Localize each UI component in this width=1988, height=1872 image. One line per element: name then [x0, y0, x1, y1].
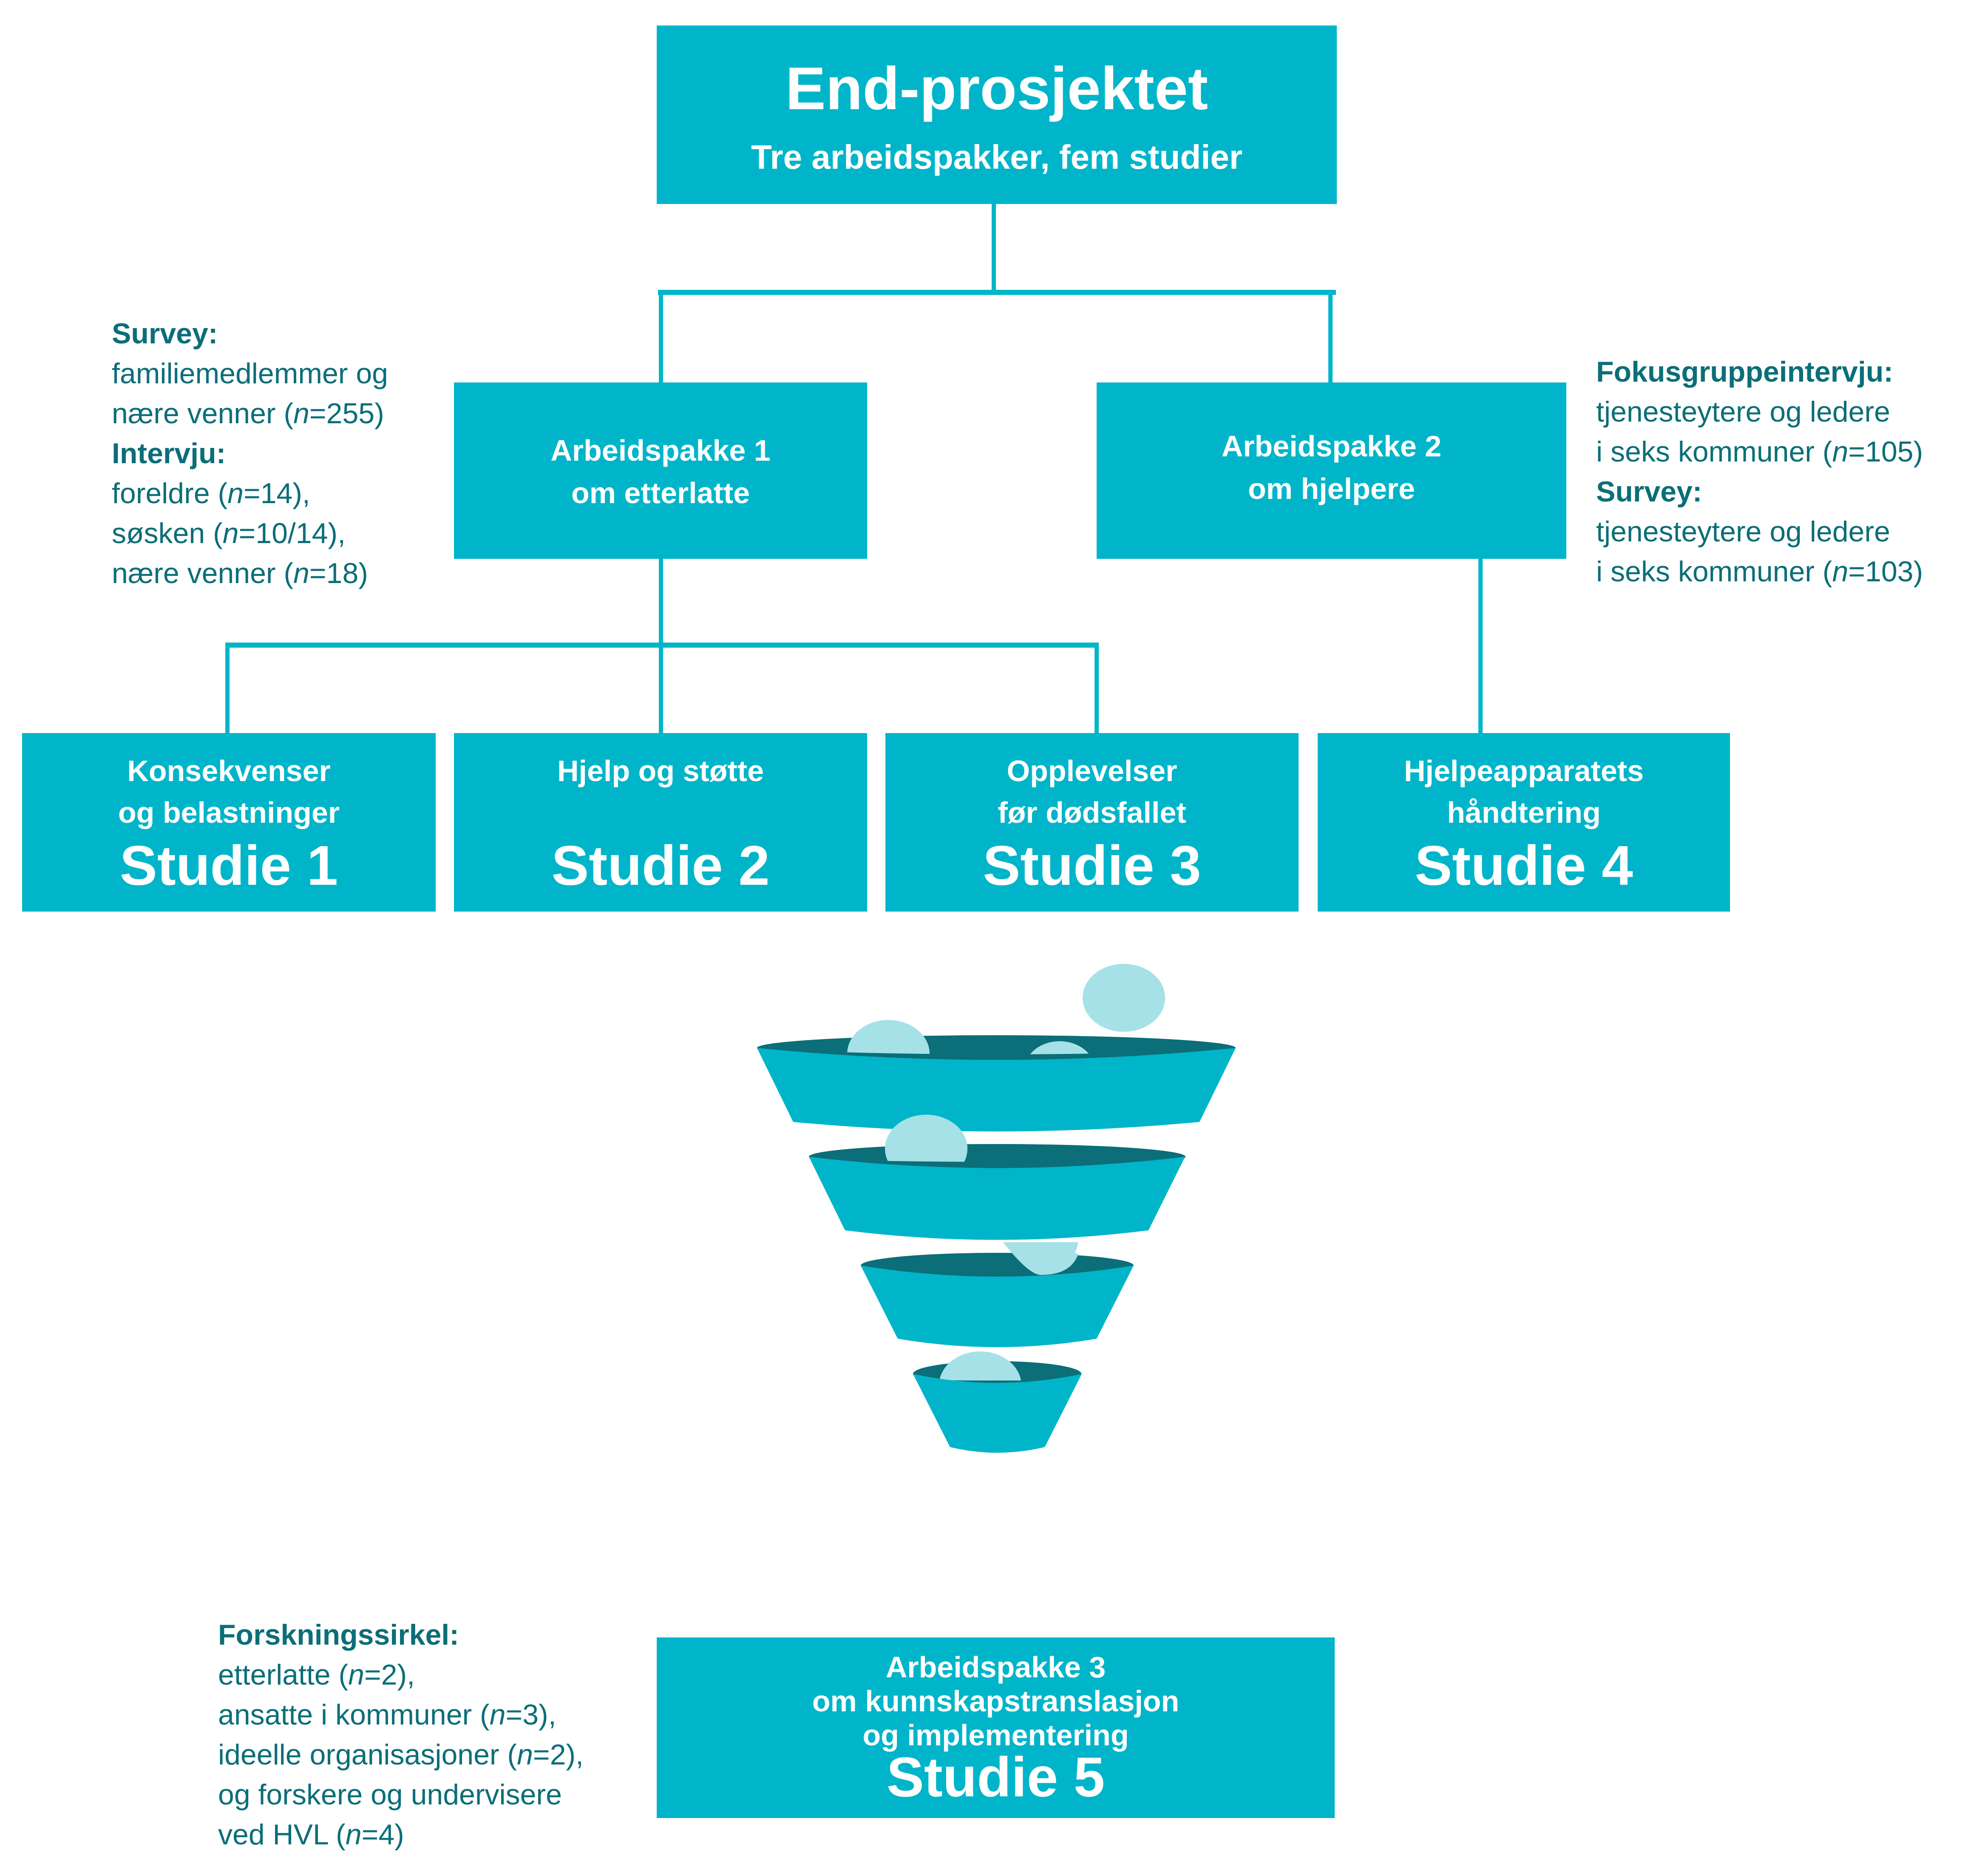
n-symbol: n: [517, 1739, 533, 1771]
funnel-ball-floating: [1083, 964, 1165, 1032]
text: =10/14),: [238, 517, 346, 549]
work-package-2-subtitle: om hjelpere: [1248, 472, 1415, 505]
study-3-description-line1: Opplevelser: [1007, 754, 1177, 787]
work-package-1-title: Arbeidspakke 1: [550, 434, 771, 467]
text: =3),: [505, 1699, 556, 1731]
text: i seks kommuner (: [1596, 555, 1832, 588]
study-1-description-line2: og belastninger: [118, 796, 340, 829]
n-symbol: n: [227, 477, 244, 510]
funnel-ball: [885, 1115, 967, 1162]
study-1-box: Konsekvenser og belastninger Studie 1: [22, 733, 436, 912]
interview-line-3: nære venner (n=18): [112, 553, 388, 593]
study-2-label: Studie 2: [551, 834, 770, 897]
study-4-box: Hjelpeapparatets håndtering Studie 4: [1318, 733, 1730, 912]
study-3-label: Studie 3: [983, 834, 1201, 897]
text: søsken (: [112, 517, 223, 549]
funnel-tier-1-body: [757, 1048, 1236, 1132]
text: =2),: [364, 1659, 415, 1691]
study-4-label: Studie 4: [1415, 834, 1633, 897]
text: =18): [309, 557, 368, 589]
research-circle-line-5: ved HVL (n=4): [218, 1815, 584, 1855]
study-5-title: Arbeidspakke 3: [885, 1651, 1106, 1684]
research-circle-line-4: og forskere og undervisere: [218, 1779, 562, 1811]
notes-work-package-2: Fokusgruppeintervju: tjenesteytere og le…: [1596, 352, 1923, 592]
text: nære venner (: [112, 557, 294, 589]
n-symbol: n: [222, 517, 239, 549]
n-symbol: n: [1832, 555, 1849, 588]
connector-top-horizontal: [658, 290, 1336, 295]
text: ved HVL (: [218, 1818, 346, 1851]
interview-line-1: foreldre (n=14),: [112, 473, 388, 513]
text: ansatte i kommuner (: [218, 1699, 490, 1731]
focus-group-line-1: tjenesteytere og ledere: [1596, 396, 1890, 428]
survey-line-1: tjenesteytere og ledere: [1596, 515, 1890, 548]
text: nære venner (: [112, 397, 294, 430]
n-symbol: n: [1832, 436, 1849, 468]
n-symbol: n: [293, 557, 309, 589]
connector-to-ap2: [1328, 290, 1333, 383]
focus-group-heading: Fokusgruppeintervju:: [1596, 356, 1893, 388]
connector-to-ap1: [659, 290, 663, 383]
survey-line-2: nære venner (n=255): [112, 394, 388, 433]
research-circle-heading: Forskningssirkel:: [218, 1619, 459, 1651]
work-package-2-title: Arbeidspakke 2: [1221, 430, 1442, 463]
text: i seks kommuner (: [1596, 436, 1832, 468]
study-5-label: Studie 5: [886, 1746, 1105, 1808]
research-circle-line-2: ansatte i kommuner (n=3),: [218, 1695, 584, 1735]
text: =4): [361, 1818, 404, 1851]
text: ideelle organisasjoner (: [218, 1739, 517, 1771]
study-5-subtitle-line1: om kunnskapstranslasjon: [812, 1685, 1180, 1718]
connector-studies-horizontal: [225, 643, 1099, 648]
funnel-ball: [1003, 1242, 1078, 1275]
study-1-description-line1: Konsekvenser: [127, 754, 331, 787]
work-package-1-subtitle: om etterlatte: [571, 476, 750, 510]
text: =14),: [243, 477, 310, 510]
project-title: End-prosjektet: [785, 55, 1208, 122]
funnel-tier-4-body: [913, 1374, 1082, 1453]
text: foreldre (: [112, 477, 228, 510]
notes-work-package-1: Survey: familiemedlemmer og nære venner …: [112, 314, 388, 593]
n-symbol: n: [345, 1818, 362, 1851]
text: etterlatte (: [218, 1659, 349, 1691]
interview-line-2: søsken (n=10/14),: [112, 513, 388, 553]
notes-work-package-3: Forskningssirkel: etterlatte (n=2), ansa…: [218, 1615, 584, 1855]
text: =255): [309, 397, 384, 430]
study-3-description-line2: før dødsfallet: [998, 796, 1186, 829]
text: =105): [1848, 436, 1923, 468]
work-package-2-box: Arbeidspakke 2 om hjelpere: [1097, 382, 1566, 559]
interview-heading: Intervju:: [112, 437, 226, 470]
funnel-tier-3-body: [861, 1266, 1134, 1347]
study-3-box: Opplevelser før dødsfallet Studie 3: [885, 733, 1299, 912]
text: =103): [1848, 555, 1923, 588]
work-package-1-box: Arbeidspakke 1 om etterlatte: [454, 382, 867, 559]
project-subtitle: Tre arbeidspakker, fem studier: [751, 138, 1243, 176]
survey-heading: Survey:: [112, 317, 218, 350]
study-4-description-line1: Hjelpeapparatets: [1404, 754, 1644, 787]
study-5-box: Arbeidspakke 3 om kunnskapstranslasjon o…: [657, 1637, 1335, 1818]
funnel-ball: [939, 1351, 1021, 1381]
survey-line-2: i seks kommuner (n=103): [1596, 552, 1923, 592]
connector-ap2-to-study4: [1478, 559, 1483, 734]
n-symbol: n: [293, 397, 309, 430]
study-5-subtitle-line2: og implementering: [862, 1719, 1129, 1752]
focus-group-line-2: i seks kommuner (n=105): [1596, 432, 1923, 472]
research-circle-line-1: etterlatte (n=2),: [218, 1655, 584, 1695]
study-4-description-line2: håndtering: [1447, 796, 1601, 829]
study-2-description-line1: Hjelp og støtte: [557, 754, 764, 787]
text: =2),: [533, 1739, 584, 1771]
project-title-box: End-prosjektet Tre arbeidspakker, fem st…: [657, 25, 1337, 204]
connector-to-study3: [1095, 643, 1099, 734]
funnel-tier-2-body: [809, 1157, 1185, 1240]
connector-to-study1: [225, 643, 230, 734]
survey-heading: Survey:: [1596, 476, 1702, 508]
research-circle-line-3: ideelle organisasjoner (n=2),: [218, 1735, 584, 1775]
survey-line-1: familiemedlemmer og: [112, 357, 388, 390]
study-2-box: Hjelp og støtte Studie 2: [454, 733, 867, 912]
study-1-label: Studie 1: [119, 834, 338, 897]
n-symbol: n: [489, 1699, 506, 1731]
connector-top-vertical: [992, 204, 996, 293]
n-symbol: n: [348, 1659, 364, 1691]
